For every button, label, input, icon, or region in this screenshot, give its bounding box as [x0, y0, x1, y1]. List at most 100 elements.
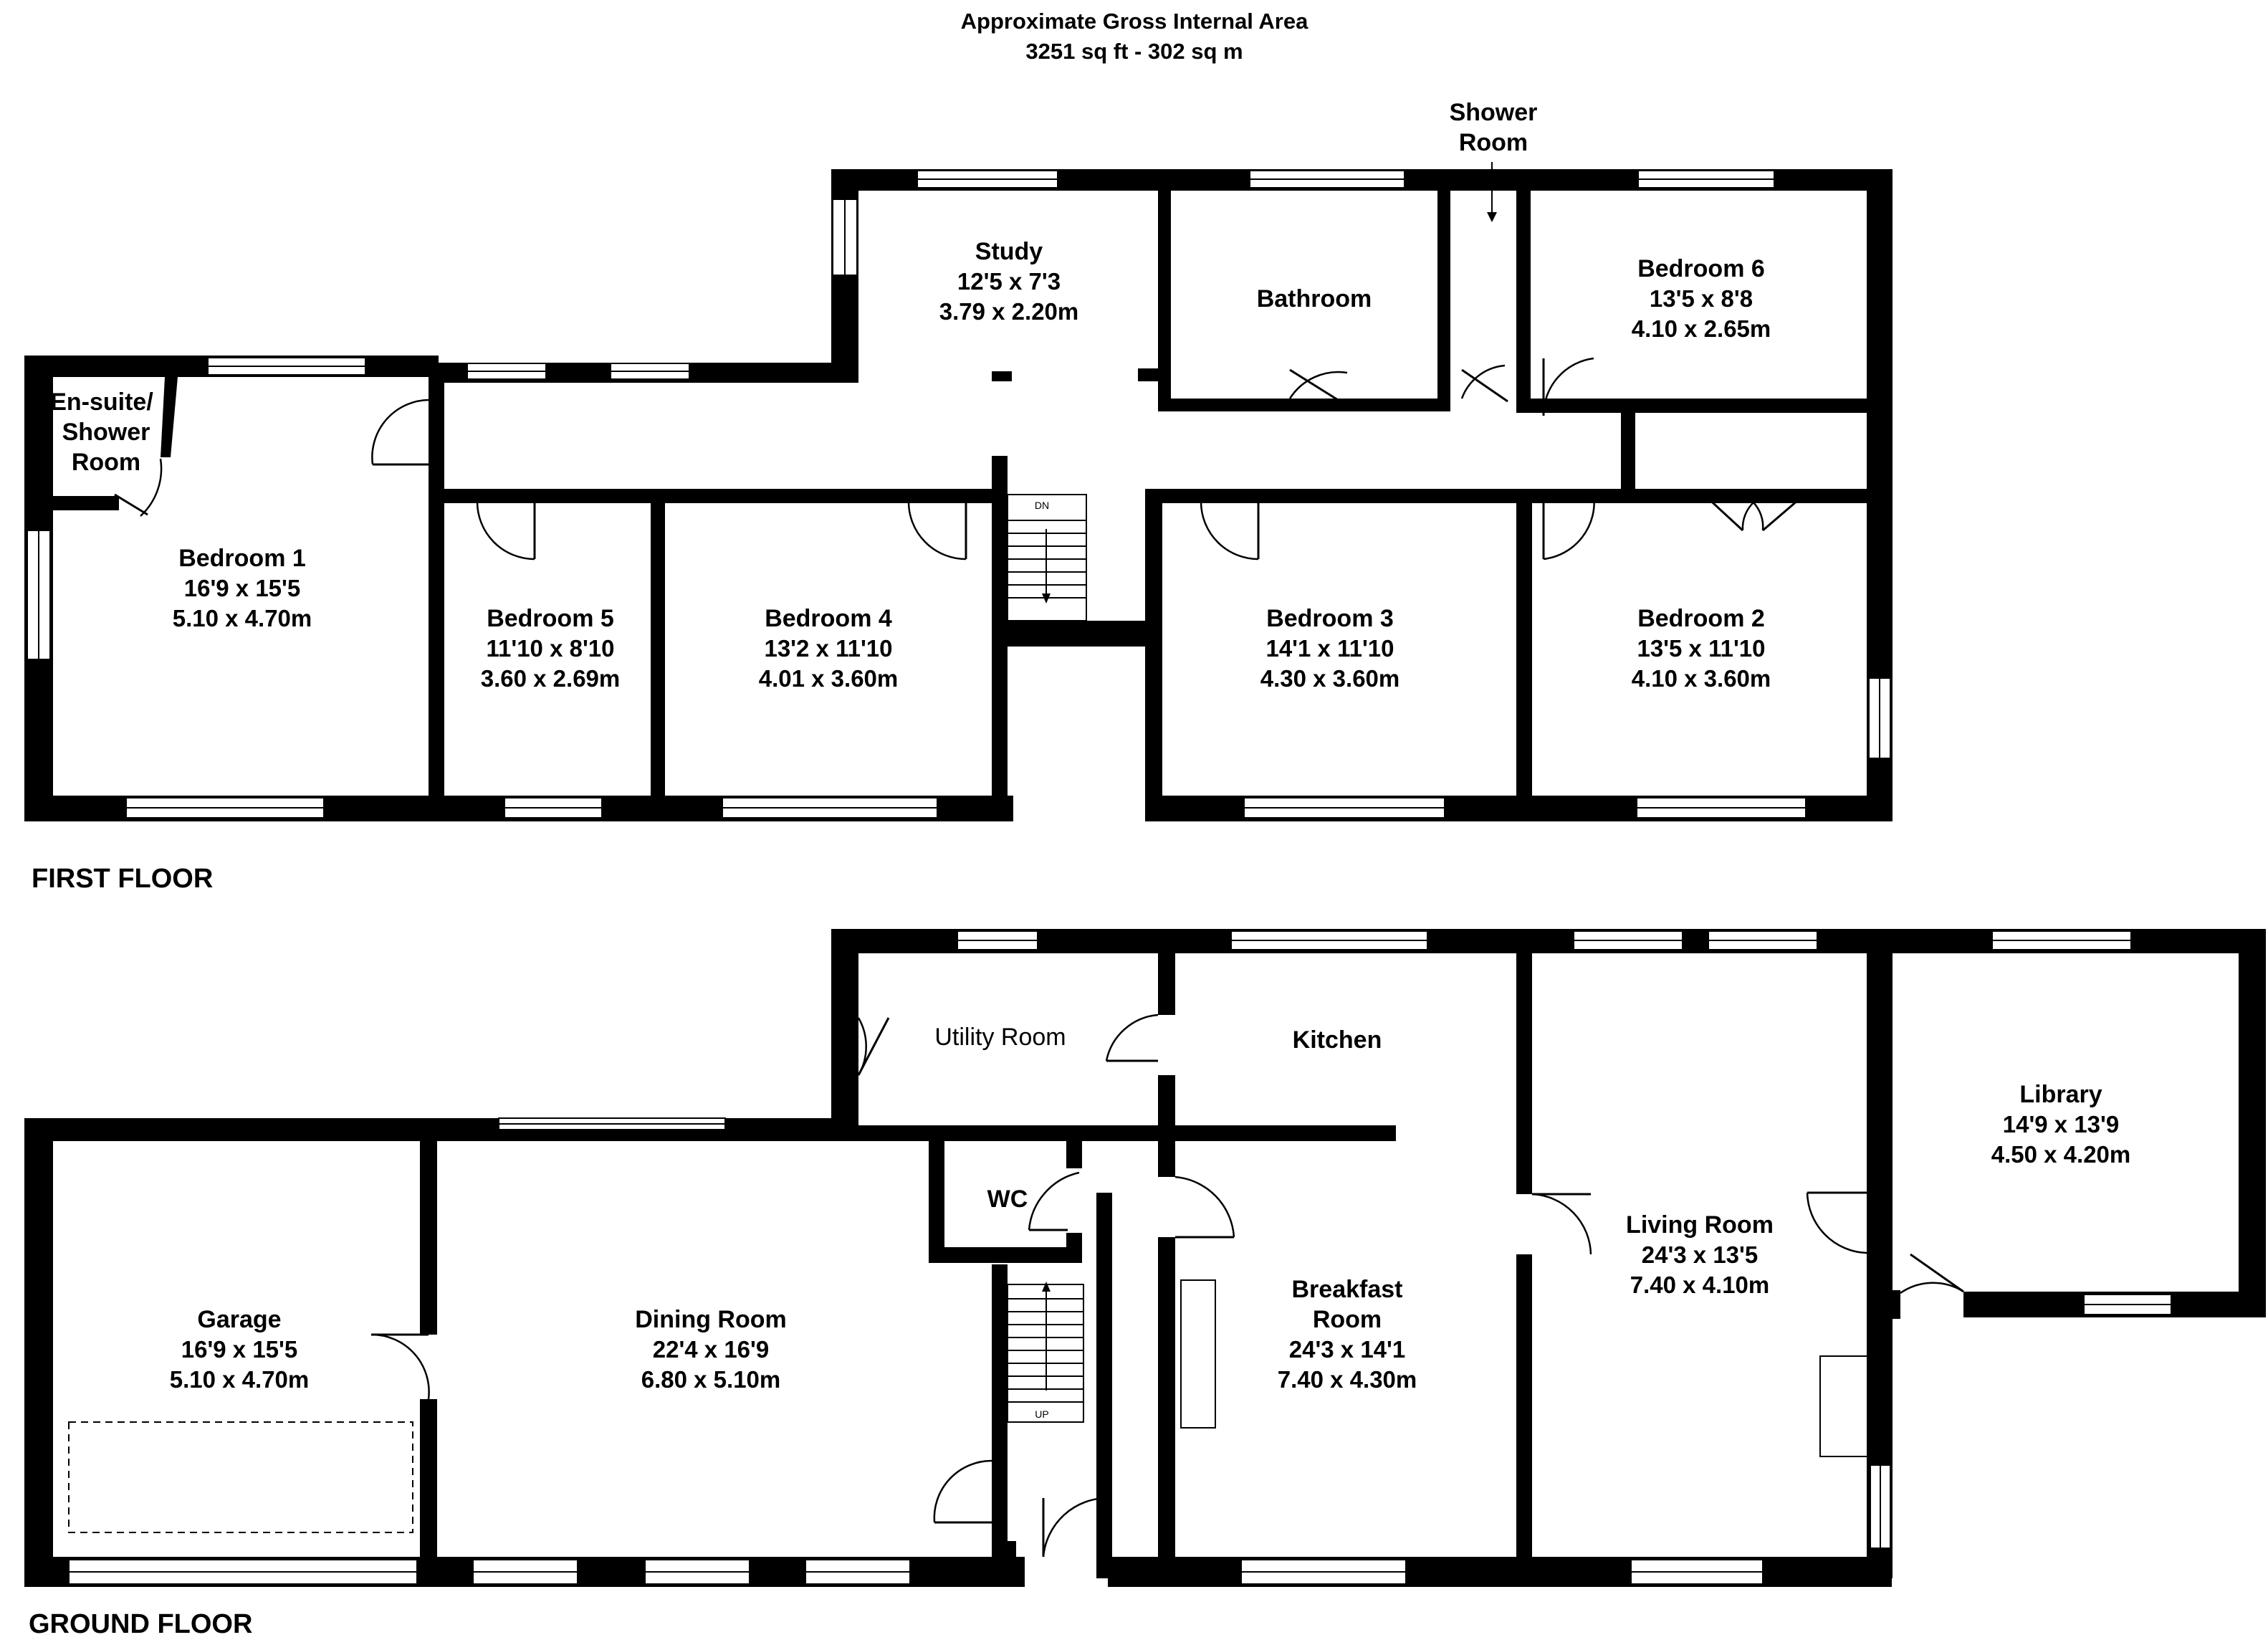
ground-floor-doors	[370, 1014, 1964, 1558]
shower-room-label-line2: Room	[1459, 129, 1528, 156]
wall	[1516, 1254, 1532, 1578]
bedroom2-name: Bedroom 2	[1637, 605, 1765, 632]
bedroom5-imperial: 11'10 x 8'10	[486, 635, 614, 662]
wall	[831, 929, 858, 1141]
breakfast-room-fireplace	[1180, 1279, 1216, 1429]
shower-room-label-line1: Shower	[1450, 99, 1538, 126]
first-floor-windows	[27, 170, 1891, 819]
wall	[47, 496, 119, 510]
wall	[1145, 489, 1162, 821]
door	[371, 399, 431, 465]
living-room-name: Living Room	[1626, 1211, 1774, 1239]
door	[1105, 1014, 1159, 1062]
door	[933, 1459, 992, 1523]
ensuite-label-line2: Shower	[62, 419, 150, 446]
wall	[1158, 1237, 1175, 1578]
bedroom5-metric: 3.60 x 2.69m	[481, 665, 621, 692]
wall	[1000, 621, 1159, 647]
arrow-down-icon	[1487, 212, 1497, 222]
wall	[992, 1264, 1008, 1565]
bedroom2-imperial: 13'5 x 11'10	[1637, 635, 1765, 662]
door	[1174, 1175, 1235, 1238]
bedroom6-metric: 4.10 x 2.65m	[1632, 315, 1771, 342]
study-imperial: 12'5 x 7'3	[957, 268, 1061, 295]
first-floor-doors	[114, 357, 1804, 561]
first-floor-labels: En-suite/ Shower Room Shower Room Study …	[32, 99, 1771, 894]
shower-room-pointer	[1487, 162, 1497, 222]
breakfast-room-metric: 7.40 x 4.30m	[1278, 1366, 1417, 1393]
wall	[161, 377, 178, 457]
bedroom3-name: Bedroom 3	[1266, 605, 1394, 632]
door	[1806, 1192, 1867, 1254]
door	[476, 501, 535, 561]
wall	[1516, 399, 1875, 413]
bedroom1-name: Bedroom 1	[178, 545, 306, 572]
wall	[420, 1141, 437, 1335]
kitchen-name: Kitchen	[1293, 1026, 1382, 1054]
wall	[1158, 399, 1449, 411]
door	[907, 501, 967, 561]
door	[140, 458, 163, 517]
wall	[1096, 1193, 1112, 1515]
wall	[1158, 953, 1175, 1015]
ground-floor-label: GROUND FLOOR	[29, 1609, 252, 1639]
door	[1531, 1193, 1592, 1255]
wall	[439, 489, 1000, 503]
first-floor-label: FIRST FLOOR	[32, 864, 213, 894]
bedroom4-name: Bedroom 4	[765, 605, 892, 632]
garage-name: Garage	[197, 1306, 281, 1333]
wall	[1516, 489, 1532, 803]
wc-name: WC	[987, 1186, 1028, 1213]
bathroom-name: Bathroom	[1257, 285, 1372, 313]
wall	[992, 456, 1008, 821]
wall	[1621, 413, 1635, 489]
door	[1288, 371, 1348, 399]
wall	[24, 1118, 858, 1141]
wall	[2239, 929, 2266, 1317]
wall	[651, 489, 665, 803]
arrow-down-icon	[1042, 593, 1051, 604]
bedroom3-metric: 4.30 x 3.60m	[1260, 665, 1400, 692]
dining-room-imperial: 22'4 x 16'9	[653, 1336, 770, 1363]
stairs-down-label: DN	[1035, 500, 1049, 511]
wall	[1138, 368, 1158, 381]
study-name: Study	[975, 238, 1043, 265]
ground-floor-walls	[24, 929, 2266, 1587]
ground-floor-fixtures	[68, 1279, 1868, 1533]
ground-floor-windows	[68, 930, 2172, 1585]
bedroom6-imperial: 13'5 x 8'8	[1650, 285, 1753, 312]
wall	[1158, 191, 1171, 409]
wall	[929, 1247, 1082, 1263]
wall	[1096, 1515, 1112, 1578]
wall	[1108, 1557, 1892, 1587]
door	[1028, 1171, 1080, 1231]
stairs-up-label: UP	[1035, 1408, 1048, 1420]
ground-floor-stairs: UP	[1007, 1282, 1084, 1423]
wall	[1159, 1125, 1393, 1141]
wall	[1516, 191, 1531, 410]
library-imperial: 14'9 x 13'9	[2003, 1111, 2120, 1138]
wall	[1867, 1253, 1884, 1297]
wall	[1066, 1141, 1082, 1168]
bedroom2-metric: 4.10 x 3.60m	[1632, 665, 1771, 692]
wall	[24, 1118, 53, 1587]
bedroom4-metric: 4.01 x 3.60m	[759, 665, 899, 692]
wall	[992, 371, 1012, 381]
bedroom1-metric: 5.10 x 4.70m	[173, 605, 312, 631]
bedroom3-imperial: 14'1 x 11'10	[1265, 635, 1394, 662]
door	[1460, 364, 1506, 399]
ground-floor-labels: Utility Room Kitchen WC Garage 16'9 x 15…	[29, 1024, 2130, 1639]
first-floor-walls	[24, 169, 1893, 821]
dining-room-name: Dining Room	[635, 1306, 787, 1333]
bedroom5-name: Bedroom 5	[487, 605, 614, 632]
breakfast-room-name-line1: Breakfast	[1292, 1276, 1403, 1303]
wall	[929, 1141, 944, 1263]
wall	[1066, 1233, 1082, 1263]
breakfast-room-name-line2: Room	[1313, 1306, 1382, 1333]
ensuite-label-line3: Room	[72, 449, 140, 476]
library-name: Library	[2019, 1081, 2102, 1108]
door	[1543, 494, 1595, 561]
bedroom1-imperial: 16'9 x 15'5	[184, 575, 301, 601]
garage-metric: 5.10 x 4.70m	[170, 1366, 310, 1393]
living-room-fireplace	[1819, 1355, 1868, 1457]
